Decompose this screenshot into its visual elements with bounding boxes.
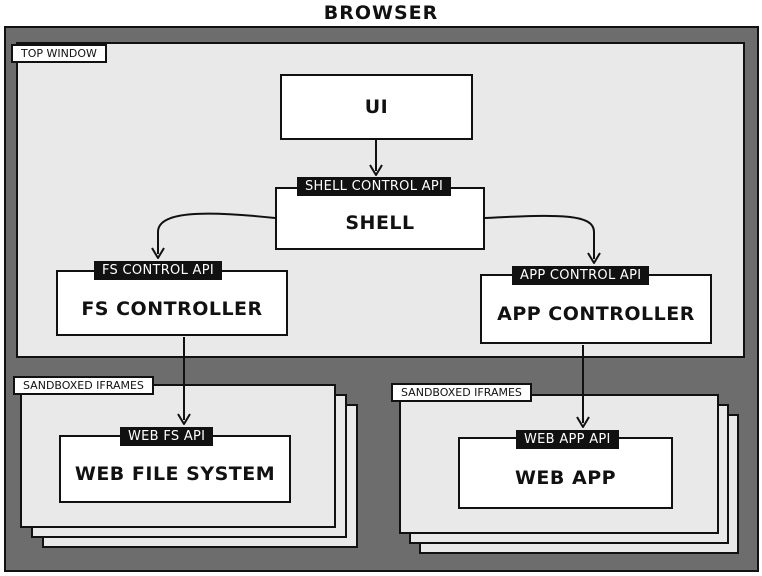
shell-control-api-label: SHELL CONTROL API [297, 177, 452, 196]
app-controller-box: APP CONTROLLER [480, 274, 712, 344]
top-window-tag: TOP WINDOW [11, 44, 107, 63]
diagram-title: BROWSER [323, 2, 439, 24]
fs-control-api-label: FS CONTROL API [94, 261, 223, 280]
fs-controller-label: FS CONTROLLER [81, 298, 263, 320]
web-fs-api-label: WEB FS API [120, 427, 214, 446]
arrowhead-fs-controller [151, 247, 165, 259]
ui-label: UI [364, 96, 389, 118]
arrowhead-app-controller [587, 252, 601, 264]
web-app-box: WEB APP [458, 437, 673, 509]
shell-label: SHELL [345, 211, 415, 234]
app-control-api-label: APP CONTROL API [512, 266, 650, 285]
web-app-api-label: WEB APP API [516, 430, 619, 449]
shell-box: SHELL [275, 187, 485, 250]
web-app-label: WEB APP [514, 467, 617, 489]
arrow-shell-to-fs-controller [157, 212, 276, 254]
arrowhead-shell [369, 164, 383, 176]
right-sandboxed-iframes-tag: SANDBOXED IFRAMES [391, 383, 532, 402]
left-sandboxed-iframes-tag: SANDBOXED IFRAMES [13, 376, 154, 395]
ui-box: UI [280, 74, 473, 140]
arrowhead-web-app [576, 416, 590, 428]
arrowhead-web-fs [177, 413, 191, 425]
app-controller-label: APP CONTROLLER [497, 303, 695, 325]
web-file-system-label: WEB FILE SYSTEM [74, 463, 276, 485]
arrow-shell-to-app-controller [484, 214, 595, 259]
